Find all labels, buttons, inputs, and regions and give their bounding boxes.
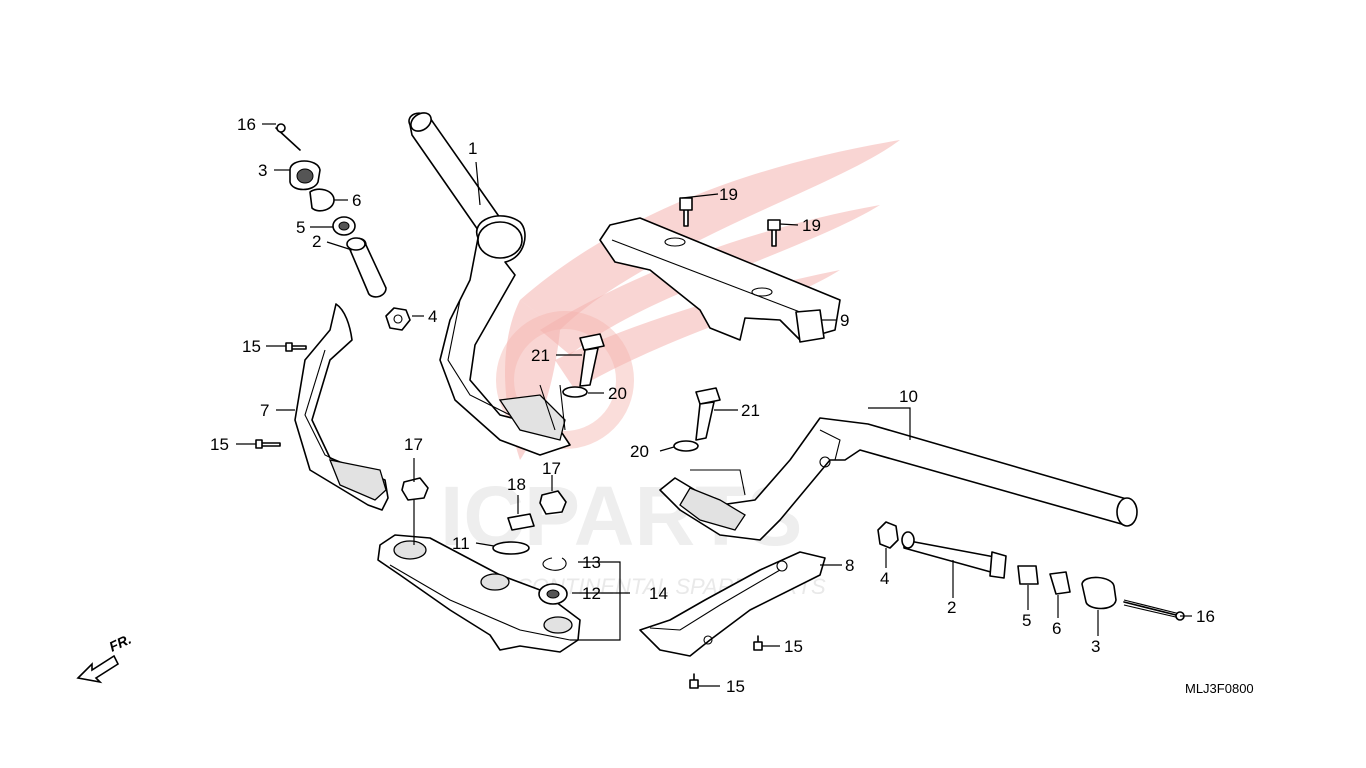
screw-16-right — [1123, 601, 1181, 617]
callout-17-right: 17 — [542, 459, 561, 478]
callout-16-right: 16 — [1196, 607, 1215, 626]
callout-15-a: 15 — [242, 337, 261, 356]
bar-end-weight-right — [1081, 576, 1117, 610]
cap-9 — [795, 309, 825, 343]
callout-19-a: 19 — [719, 185, 738, 204]
leader-lines — [236, 123, 1192, 687]
callout-17-left: 17 — [404, 435, 423, 454]
callout-15-b: 15 — [210, 435, 229, 454]
fork-top-bridge — [377, 477, 581, 653]
callout-6-right: 6 — [1052, 619, 1061, 638]
diagram-code: MLJ3F0800 — [1185, 681, 1254, 696]
callout-5-left: 5 — [296, 218, 305, 237]
screw-15-b — [255, 439, 281, 449]
callout-labels: 1 2 2 3 3 4 4 5 5 6 6 7 8 9 10 11 12 13 … — [210, 115, 1215, 696]
callout-11: 11 — [452, 534, 470, 553]
washer-11 — [492, 541, 530, 555]
nut-4-right — [877, 521, 899, 549]
front-arrow-icon — [76, 654, 120, 684]
callout-6-left: 6 — [352, 191, 361, 210]
front-direction-indicator: FR. — [76, 631, 134, 684]
cover-8 — [639, 551, 826, 657]
callout-3-right: 3 — [1091, 637, 1100, 656]
screw-19-a — [679, 197, 693, 227]
callout-1: 1 — [468, 139, 477, 158]
right-end-parts — [877, 521, 1185, 621]
callout-10: 10 — [899, 387, 918, 406]
washer-20-left — [562, 386, 588, 398]
circlip-13 — [542, 557, 567, 571]
bolt-21-left-head — [579, 333, 605, 351]
collar-6-right — [1049, 571, 1071, 595]
bolts-and-washers — [539, 333, 746, 496]
nut-17-right — [539, 490, 567, 515]
callout-12: 12 — [582, 584, 601, 603]
cover-7 — [294, 303, 389, 511]
callout-2-left: 2 — [312, 232, 321, 251]
top-bridge — [599, 197, 841, 343]
callout-2-right: 2 — [947, 598, 956, 617]
handlebar-right — [659, 417, 1138, 541]
screw-15-d — [689, 673, 699, 689]
callout-19-b: 19 — [802, 216, 821, 235]
callout-15-d: 15 — [726, 677, 745, 696]
callout-20-left: 20 — [608, 384, 627, 403]
callout-14: 14 — [649, 584, 668, 603]
callout-3-left: 3 — [258, 161, 267, 180]
screw-15-a — [285, 342, 307, 352]
nut-17-left — [401, 477, 429, 501]
nut-4-left — [385, 307, 411, 331]
callout-4-right: 4 — [880, 569, 889, 588]
screws-15 — [255, 342, 763, 689]
screw-15-c — [753, 635, 763, 651]
nut-18 — [507, 513, 535, 531]
callout-20-right: 20 — [630, 442, 649, 461]
callout-5-right: 5 — [1022, 611, 1031, 630]
callout-15-c: 15 — [784, 637, 803, 656]
washer-20-right — [673, 440, 699, 452]
callout-21-left: 21 — [531, 346, 550, 365]
callout-21-right: 21 — [741, 401, 760, 420]
callout-16-left: 16 — [237, 115, 256, 134]
handlebar-left — [408, 112, 571, 456]
screw-19-b — [767, 219, 781, 247]
front-label: FR. — [107, 631, 134, 655]
callout-13: 13 — [582, 553, 601, 572]
inner-weight-2-right — [903, 539, 1001, 575]
bolt-21-right-head — [695, 387, 721, 405]
left-end-parts — [275, 123, 411, 331]
callout-9: 9 — [840, 311, 849, 330]
callout-18: 18 — [507, 475, 526, 494]
callout-4-left: 4 — [428, 307, 437, 326]
collar-6-left — [309, 188, 335, 212]
rubber-5-right — [1017, 565, 1039, 585]
callout-8: 8 — [845, 556, 854, 575]
callout-7: 7 — [260, 401, 269, 420]
watermark: ICPARTS INTERCONTINENTAL SPARE PARTS — [440, 140, 900, 599]
